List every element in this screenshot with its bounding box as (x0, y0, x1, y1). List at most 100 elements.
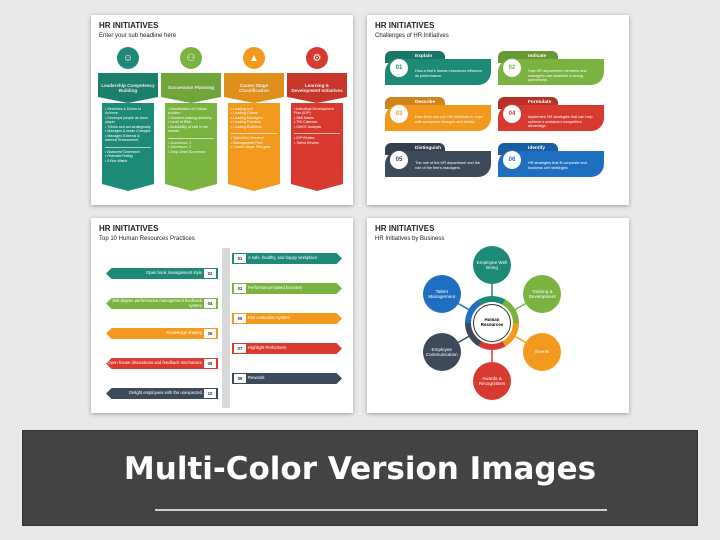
practice-label: Knowledge sharing (166, 330, 202, 336)
challenge-card: How a firm's human resources influence i… (385, 51, 491, 87)
column-item: Leading Function (231, 120, 277, 124)
practice-number: 06 (204, 329, 216, 338)
practice-number: 08 (204, 359, 216, 368)
gear-icon: ⚙ (306, 47, 328, 69)
practice-label: A safe, healthy, and happy workplace (248, 255, 318, 261)
column-tool-item: • 9 Box Matrix (105, 158, 128, 163)
initiative-node: Employee Well Being (473, 246, 511, 284)
slide-thumbnail-4[interactable]: HR INITIATIVES HR Initiatives by Busines… (367, 218, 629, 413)
hub-ring-segment (465, 299, 482, 324)
slide-thumbnail-3[interactable]: HR INITIATIVES Top 10 Human Resources Pr… (91, 218, 353, 413)
column-tools: • Balanced Scorecard• Potential Rating• … (105, 146, 151, 163)
slide-title: HR INITIATIVES (99, 21, 159, 30)
column-item: Identification of Critical position (168, 107, 214, 116)
practice-number: 07 (234, 344, 246, 353)
challenge-heading: Identify (528, 145, 546, 151)
column-tool-item: • Management Path (231, 140, 263, 145)
hub-ring-segment (478, 296, 506, 305)
practice-label: Delight employees with the unexpected (129, 390, 202, 396)
column-item: Individual Development Plan (IDP) (294, 107, 340, 116)
practice-label: Open house discussions and feedback mech… (107, 360, 202, 366)
slide-title: HR INITIATIVES (99, 224, 159, 233)
hub-ring-segment (502, 299, 519, 324)
banner-title: Multi-Color Version Images (123, 451, 597, 487)
hierarchy-icon: ⚇ (180, 47, 202, 69)
challenge-card: HR strategies that fit corporate and bus… (498, 143, 604, 179)
column-item: Availability of skill in the market (168, 125, 214, 134)
challenge-number: 03 (389, 104, 409, 124)
practice-number: 01 (234, 254, 246, 263)
column-item: Manages External & Internal Environment (105, 134, 151, 143)
practice-label: Fair evaluation system (248, 315, 290, 321)
column-tools: • Specialist /General• Management Path• … (231, 133, 277, 149)
column-item: Leading Others (231, 111, 277, 115)
column-body: Individual Development Plan (IDP)Skill M… (291, 103, 343, 191)
column-tools: • Successor- 1• Successor- 2• Drop Dead … (168, 137, 214, 154)
column-tool-item: • Successor- 1 (168, 140, 192, 145)
slide-thumbnail-1[interactable]: HR INITIATIVES Enter your sub headline h… (91, 15, 353, 205)
initiative-node: Talent Management (422, 275, 461, 313)
hub-connector (457, 335, 469, 344)
column-item: Stretches & Drives to Achieve (105, 107, 151, 116)
practice-number: 05 (234, 314, 246, 323)
banner-underline (155, 509, 607, 511)
column-tool-item: • Potential Rating (105, 154, 133, 159)
practice-number: 03 (234, 284, 246, 293)
column-tool-item: • Career Stage Test gate (231, 145, 271, 150)
column-tool-item: • Specialist /General (231, 136, 264, 141)
hub-connector (457, 302, 469, 311)
column-item: Leading self (231, 107, 277, 111)
slide-thumbnail-2[interactable]: HR INITIATIVES Challenges of HR Initiati… (367, 15, 629, 205)
challenge-card: How firms can use HR initiatives to cope… (385, 97, 491, 133)
hub-ring-segment (465, 322, 482, 347)
practice-number: 02 (204, 269, 216, 278)
column-item: Skill Matrix (294, 116, 340, 120)
challenge-card: How HR department members and managers c… (498, 51, 604, 87)
initiative-column: ⚙Learning & Development InitiativesIndiv… (287, 47, 347, 197)
column-heading: Succession Planning (161, 73, 221, 103)
timeline-pole (222, 248, 230, 408)
column-item: Thinks and act strategically (105, 125, 151, 129)
slide-subtitle: Top 10 Human Resources Practices (99, 236, 195, 242)
column-tool-item: • Talent Review (294, 140, 319, 145)
practice-label: Performance-based bonuses (248, 285, 302, 291)
slide-title: HR INITIATIVES (375, 224, 435, 233)
column-tool-item: • Balanced Scorecard (105, 149, 140, 154)
column-item: Manages & leads Changes (105, 129, 151, 133)
initiative-column: ▲Career Stage ClassificationLeading self… (224, 47, 284, 197)
challenge-heading: Describe (415, 99, 436, 105)
challenge-number: 05 (389, 150, 409, 170)
caption-banner: Multi-Color Version Images (22, 430, 698, 526)
practice-label: Rewards (248, 375, 265, 381)
practice-number: 09 (234, 374, 246, 383)
hub-connector (515, 302, 527, 311)
growth-chart-icon: ▲ (243, 47, 265, 69)
initiative-node: Events (523, 333, 562, 371)
column-body: Stretches & Drives to AchieveDevelops pe… (102, 103, 154, 191)
hub-connector (515, 335, 527, 344)
slide-subtitle: Challenges of HR Initiatives (375, 33, 449, 39)
column-body: Identification of Critical positionDecis… (165, 103, 217, 191)
column-item: Leading Managers (231, 116, 277, 120)
column-items: Identification of Critical positionDecis… (168, 107, 214, 134)
practice-number: 04 (204, 299, 216, 308)
slide-subtitle: Enter your sub headline here (99, 33, 177, 39)
challenge-card: The role of the HR department and the ro… (385, 143, 491, 179)
challenge-number: 04 (502, 104, 522, 124)
practice-label: Highlight Performers (248, 345, 287, 351)
hub-ring-segment (478, 341, 506, 350)
column-tools: • IDP Review• Talent Review (294, 133, 340, 145)
challenge-number: 01 (389, 58, 409, 78)
hub-ring-segment (502, 322, 519, 347)
column-items: Individual Development Plan (IDP)Skill M… (294, 107, 340, 129)
